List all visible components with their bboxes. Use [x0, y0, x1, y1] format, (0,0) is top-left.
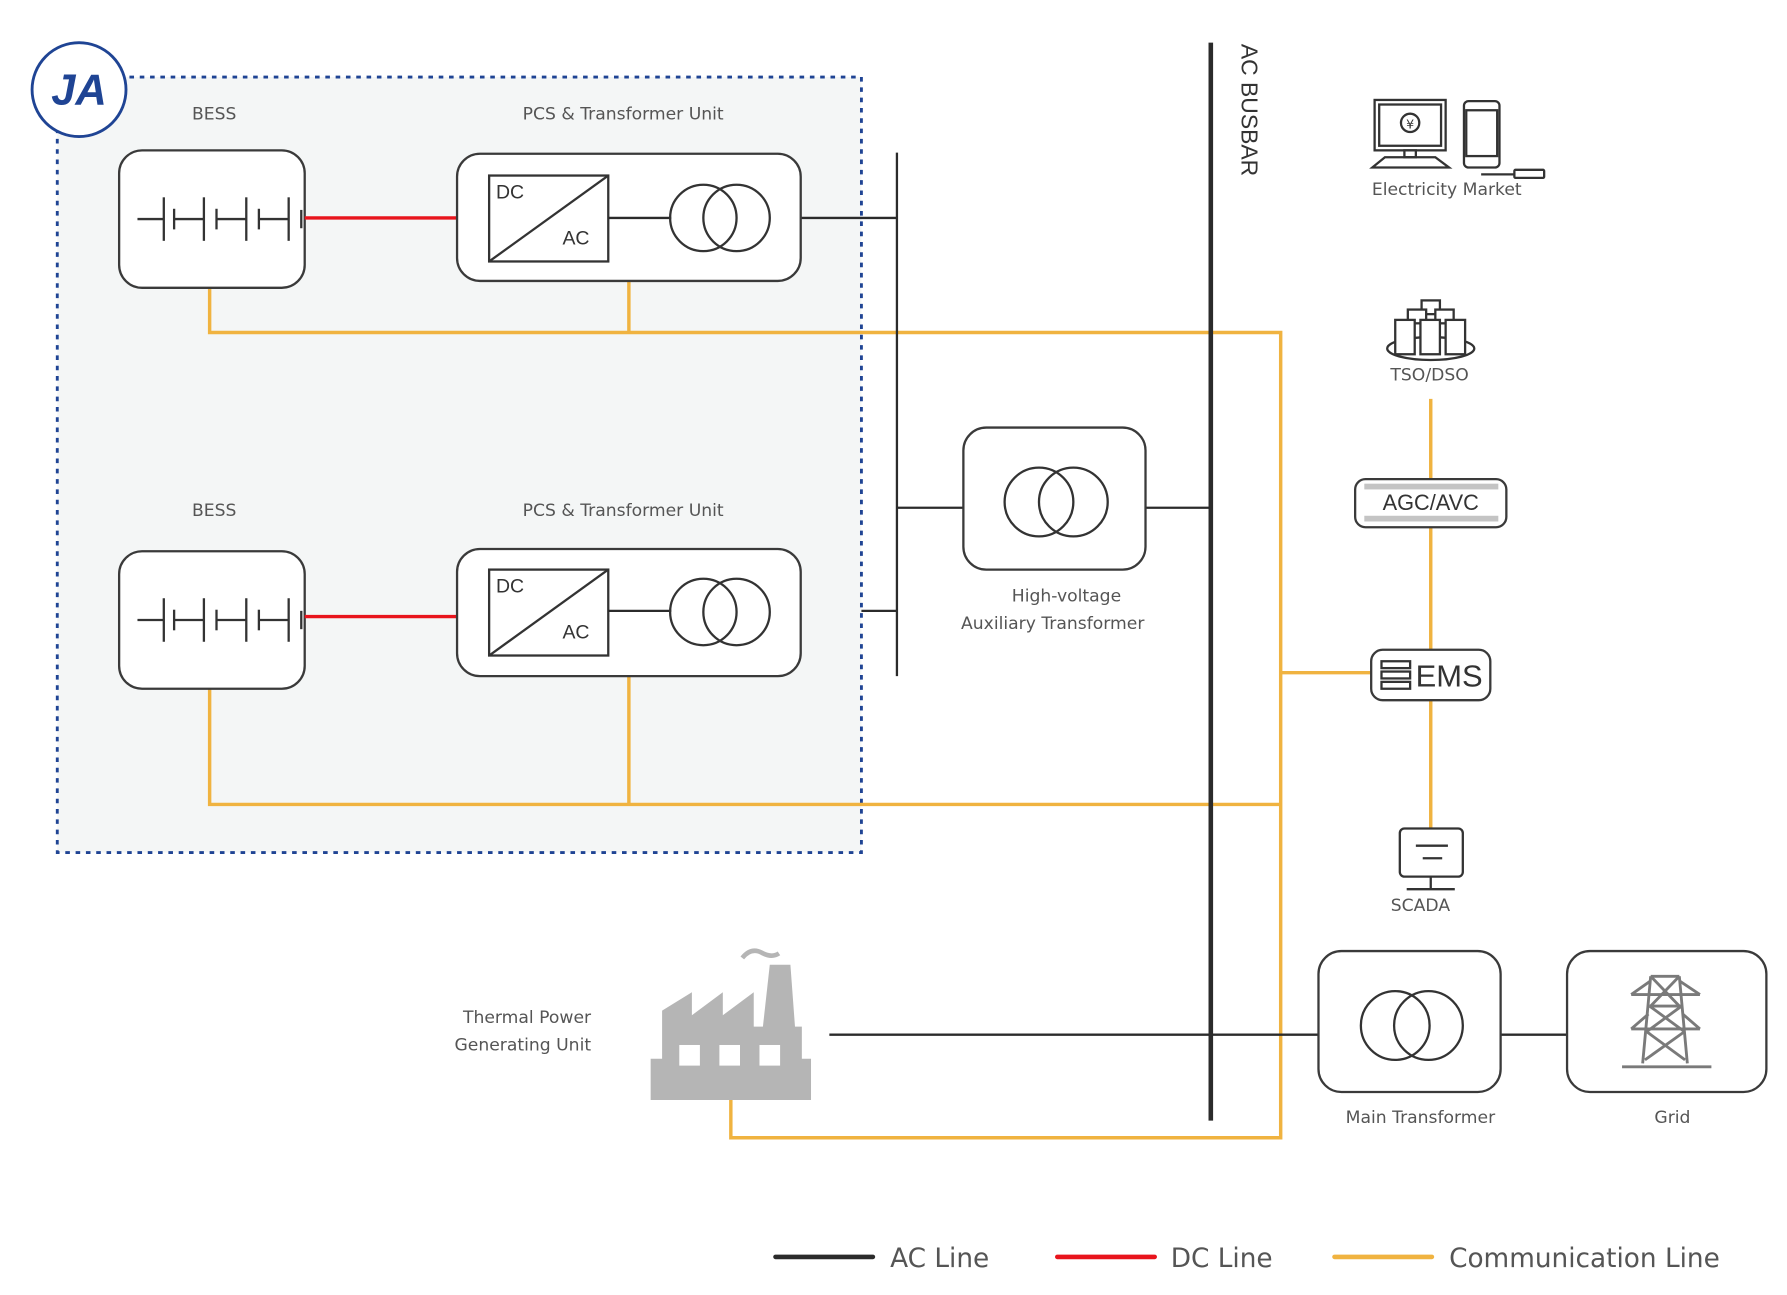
- server-icon: [1380, 660, 1412, 690]
- communication-lines: [207, 280, 1433, 1140]
- server-cluster-icon: [1386, 299, 1476, 362]
- aux-transformer-label-2: Auxiliary Transformer: [961, 614, 1145, 634]
- dc-text: DC: [496, 576, 524, 598]
- agc-bar-bottom: [1364, 515, 1499, 522]
- ja-logo: JA: [30, 41, 128, 139]
- main-transformer-box[interactable]: [1317, 949, 1502, 1094]
- transformer-icon: [1003, 466, 1109, 538]
- bess-unit-1[interactable]: BESS PCS & Transformer Unit DC AC: [117, 104, 802, 289]
- main-transformer-label: Main Transformer: [1346, 1108, 1496, 1128]
- legend-label-ac: AC Line: [890, 1244, 989, 1274]
- transformer-icon: [668, 577, 771, 647]
- monitor-icon: [1398, 827, 1464, 891]
- bess-label: BESS: [192, 501, 236, 521]
- agc-avc-box[interactable]: [1353, 477, 1508, 529]
- comm-line-bess2: [207, 688, 1281, 807]
- ac-busbar-label: AC BUSBAR: [1237, 44, 1263, 176]
- aux-transformer-box[interactable]: [962, 426, 1147, 571]
- thermal-label-2: Generating Unit: [454, 1036, 591, 1056]
- dc-ac-converter-icon: DC AC: [487, 174, 610, 263]
- tso-dso[interactable]: TSO/DSO: [1386, 299, 1476, 386]
- bess-box[interactable]: [117, 550, 306, 690]
- tso-dso-label: TSO/DSO: [1389, 366, 1468, 386]
- bess-label: BESS: [192, 104, 236, 124]
- pcs-label: PCS & Transformer Unit: [523, 501, 724, 521]
- ja-logo-text: JA: [51, 67, 107, 115]
- bess-unit-2[interactable]: BESS PCS & Transformer Unit DC AC: [117, 501, 802, 690]
- agc-avc[interactable]: AGC/AVC: [1353, 477, 1508, 529]
- battery-icon: [137, 598, 303, 642]
- currency-symbol: ¥: [1406, 117, 1414, 132]
- battery-icon: [137, 197, 303, 241]
- transformer-icon: [1359, 990, 1464, 1062]
- ems-label: EMS: [1416, 658, 1483, 693]
- main-transformer[interactable]: Main Transformer: [1317, 949, 1502, 1128]
- scada-label: SCADA: [1391, 896, 1451, 916]
- transformer-icon: [668, 183, 771, 253]
- aux-transformer-label-1: High-voltage: [1012, 587, 1121, 607]
- ac-text: AC: [562, 621, 589, 643]
- ac-text: AC: [562, 227, 589, 249]
- legend-label-dc: DC Line: [1171, 1244, 1273, 1274]
- agc-bar-top: [1364, 483, 1499, 490]
- grid[interactable]: Grid: [1565, 949, 1768, 1128]
- ems[interactable]: EMS: [1370, 648, 1492, 702]
- ac-lines: [800, 42, 1568, 1121]
- thermal-label-1: Thermal Power: [462, 1008, 592, 1028]
- computer-phone-icon: [1369, 98, 1546, 179]
- aux-transformer[interactable]: High-voltage Auxiliary Transformer: [961, 426, 1147, 635]
- comm-line-bess1: [207, 287, 1283, 1140]
- grid-label: Grid: [1654, 1108, 1690, 1128]
- electricity-market-label: Electricity Market: [1372, 180, 1522, 200]
- agc-avc-label: AGC/AVC: [1383, 490, 1479, 515]
- grid-box[interactable]: [1565, 949, 1768, 1094]
- dc-ac-converter-icon: DC AC: [487, 568, 610, 657]
- pcs-label: PCS & Transformer Unit: [523, 104, 724, 124]
- legend-label-comm: Communication Line: [1449, 1244, 1720, 1274]
- thermal-unit[interactable]: Thermal Power Generating Unit: [454, 948, 812, 1100]
- dc-text: DC: [496, 181, 524, 203]
- factory-icon: [650, 948, 812, 1100]
- scada[interactable]: SCADA: [1391, 827, 1464, 916]
- legend: AC Line DC Line Communication Line: [773, 1244, 1720, 1274]
- transmission-tower-icon: [1622, 974, 1712, 1069]
- electricity-market[interactable]: ¥ Electricity Market: [1369, 98, 1546, 200]
